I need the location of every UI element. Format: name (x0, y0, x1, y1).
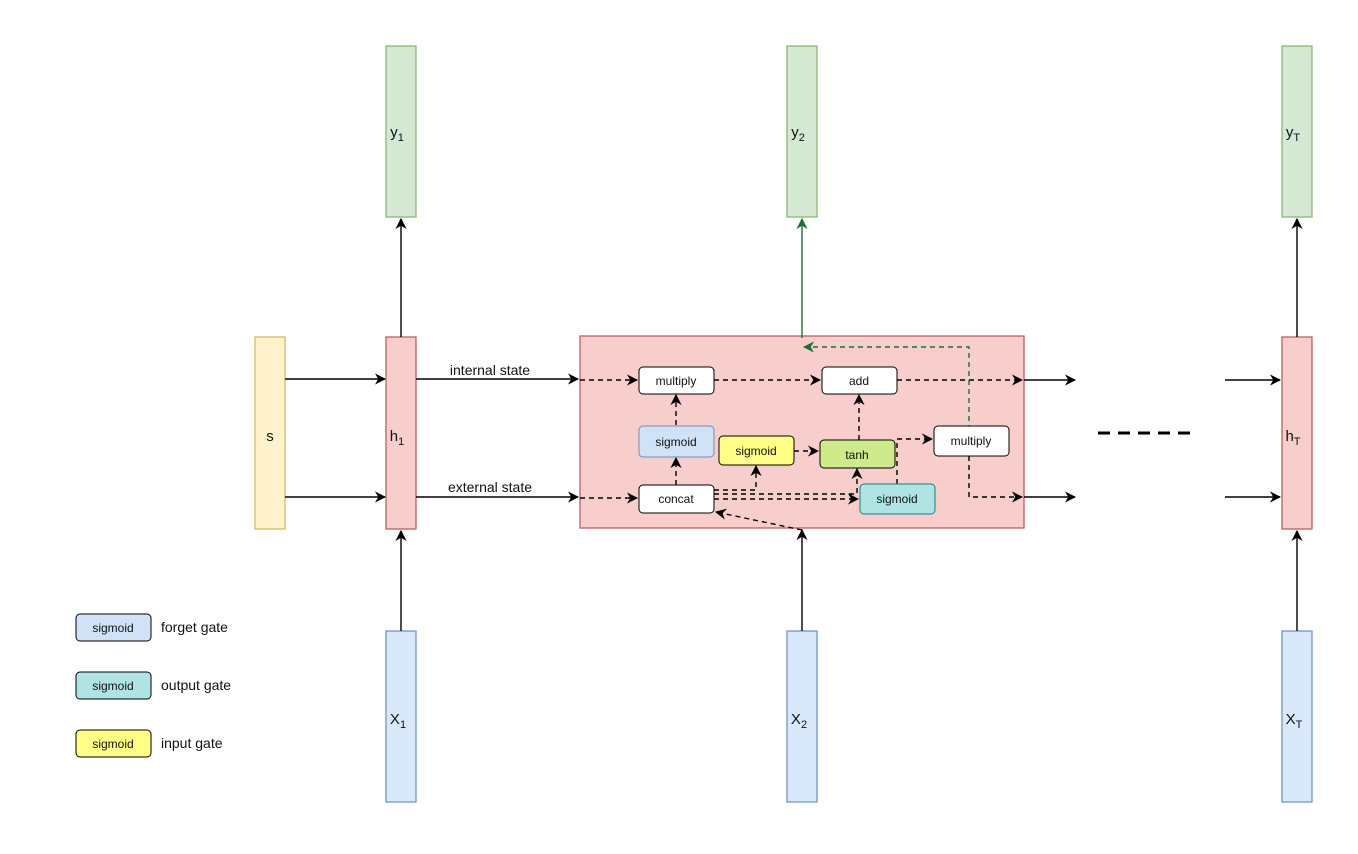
svg-text:sigmoid: sigmoid (92, 621, 133, 635)
multiply-node-right: multiply (933, 425, 1010, 457)
svg-text:sigmoid: sigmoid (735, 444, 776, 458)
svg-text:tanh: tanh (845, 448, 868, 462)
svg-text:sigmoid: sigmoid (92, 679, 133, 693)
edge-concat-tanh (714, 467, 863, 495)
svg-text:h1: h1 (390, 428, 404, 448)
multiply-node-left: multiply (638, 366, 715, 395)
svg-text:multiply: multiply (656, 374, 697, 388)
input-xT: XT (1281, 630, 1313, 803)
input-x2: X2 (786, 630, 818, 803)
sigmoid-input-node: sigmoid (718, 435, 795, 466)
legend-item-input: sigmoid input gate (75, 729, 223, 758)
svg-text:input gate: input gate (161, 735, 223, 751)
concat-node: concat (638, 484, 715, 514)
sigmoid-forget-node: sigmoid (638, 425, 715, 458)
svg-text:hT: hT (1285, 428, 1300, 448)
svg-text:sigmoid: sigmoid (876, 492, 917, 506)
hidden-hT: hT (1281, 336, 1313, 530)
tanh-node: tanh (819, 439, 896, 469)
svg-text:X2: X2 (791, 711, 807, 731)
legend: sigmoid forget gate sigmoid output gate … (75, 613, 231, 758)
label-external-state: external state (448, 479, 532, 495)
label-internal-state: internal state (450, 362, 530, 378)
svg-text:s: s (266, 428, 274, 445)
output-y2: y2 (786, 45, 818, 218)
add-node: add (821, 366, 898, 395)
svg-text:multiply: multiply (951, 434, 992, 448)
svg-text:sigmoid: sigmoid (655, 435, 696, 449)
input-x1: X1 (385, 630, 417, 803)
svg-text:concat: concat (658, 492, 694, 506)
svg-text:output gate: output gate (161, 677, 231, 693)
edge-multiply-out-bottom (968, 456, 1024, 503)
svg-text:forget gate: forget gate (161, 619, 228, 635)
output-yT: yT (1281, 45, 1313, 218)
sigmoid-output-node: sigmoid (859, 483, 936, 515)
edge-multiply-to-output (802, 341, 970, 430)
output-y1: y1 (385, 45, 417, 218)
svg-text:add: add (849, 374, 869, 388)
legend-item-output: sigmoid output gate (75, 671, 231, 700)
edge-sigmoid-output-multiply (896, 433, 934, 484)
hidden-h1: h1 (385, 336, 417, 530)
edge-concat-sigmoid-input (714, 464, 762, 491)
svg-text:sigmoid: sigmoid (92, 737, 133, 751)
svg-text:XT: XT (1286, 711, 1303, 731)
svg-text:yT: yT (1286, 124, 1301, 144)
edge-x2-concat (714, 508, 803, 531)
svg-text:X1: X1 (390, 711, 406, 731)
initial-state-s: s (254, 336, 286, 530)
legend-item-forget: sigmoid forget gate (75, 613, 228, 642)
svg-text:y1: y1 (390, 124, 404, 144)
svg-text:y2: y2 (791, 124, 805, 144)
